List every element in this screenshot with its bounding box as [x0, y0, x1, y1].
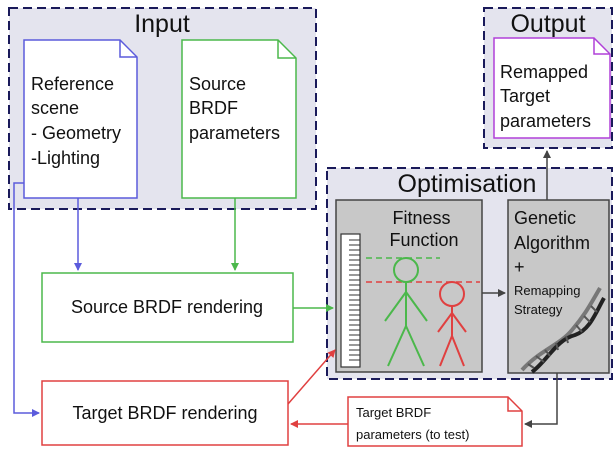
genetic-line-3: + — [514, 257, 525, 277]
source-line-3: parameters — [189, 123, 280, 143]
remapped-params-doc — [493, 37, 611, 139]
dna-helix-icon — [520, 286, 606, 374]
target-params-line-1: Target BRDF — [356, 405, 431, 420]
genetic-line-2: Algorithm — [514, 233, 590, 253]
target-params-line-2: parameters (to test) — [356, 427, 469, 442]
output-line-1: Remapped — [500, 62, 588, 82]
genetic-line-5: Strategy — [514, 302, 563, 317]
fitness-line-2: Function — [389, 230, 458, 250]
input-title: Input — [134, 10, 190, 38]
target-brdf-rendering-box: Target BRDF rendering — [41, 380, 289, 446]
source-line-1: Source — [189, 74, 246, 94]
red-stick-figure-icon — [437, 281, 467, 367]
output-line-2: Target — [500, 86, 550, 106]
genetic-sublabel: Remapping Strategy — [514, 283, 584, 317]
reference-line-2: scene — [31, 98, 79, 118]
reference-line-1: Reference — [31, 74, 114, 94]
reference-scene-text: Reference scene - Geometry -Lighting — [31, 74, 126, 168]
ruler-icon — [340, 233, 361, 368]
target-params-doc: Target BRDF parameters (to test) — [347, 396, 523, 447]
fitness-line-1: Fitness — [392, 208, 450, 228]
target-render-label: Target BRDF rendering — [72, 403, 257, 423]
target-params-text: Target BRDF parameters (to test) — [356, 405, 469, 442]
genetic-label: Genetic Algorithm + — [514, 208, 595, 277]
source-brdf-rendering-box: Source BRDF rendering — [41, 272, 294, 343]
genetic-algorithm-box: Genetic Algorithm + Remapping Strategy — [507, 199, 610, 374]
genetic-line-4: Remapping — [514, 283, 581, 298]
reference-line-3: - Geometry — [31, 123, 121, 143]
arrow-reference-to-target-render — [13, 182, 40, 417]
output-line-3: parameters — [500, 111, 591, 131]
fitness-label: Fitness Function — [389, 208, 458, 250]
optimisation-title: Optimisation — [398, 170, 537, 198]
arrow-target-render-to-fitness — [287, 349, 336, 405]
fitness-function-box: Fitness Function — [335, 199, 483, 373]
source-params-doc: Source BRDF parameters — [181, 39, 297, 199]
green-stick-figure-icon — [384, 257, 428, 367]
reference-scene-doc: Reference scene - Geometry -Lighting — [23, 39, 138, 199]
reference-line-4: -Lighting — [31, 148, 100, 168]
source-render-label: Source BRDF rendering — [71, 297, 263, 317]
remapped-params-text: Remapped Target parameters — [500, 62, 593, 131]
source-params-text: Source BRDF parameters — [189, 74, 280, 143]
output-panel: Output Remapped Target parameters — [483, 7, 613, 149]
arrow-genetic-to-target-params — [524, 373, 558, 428]
genetic-line-1: Genetic — [514, 208, 576, 228]
output-title: Output — [510, 10, 585, 38]
source-line-2: BRDF — [189, 98, 238, 118]
